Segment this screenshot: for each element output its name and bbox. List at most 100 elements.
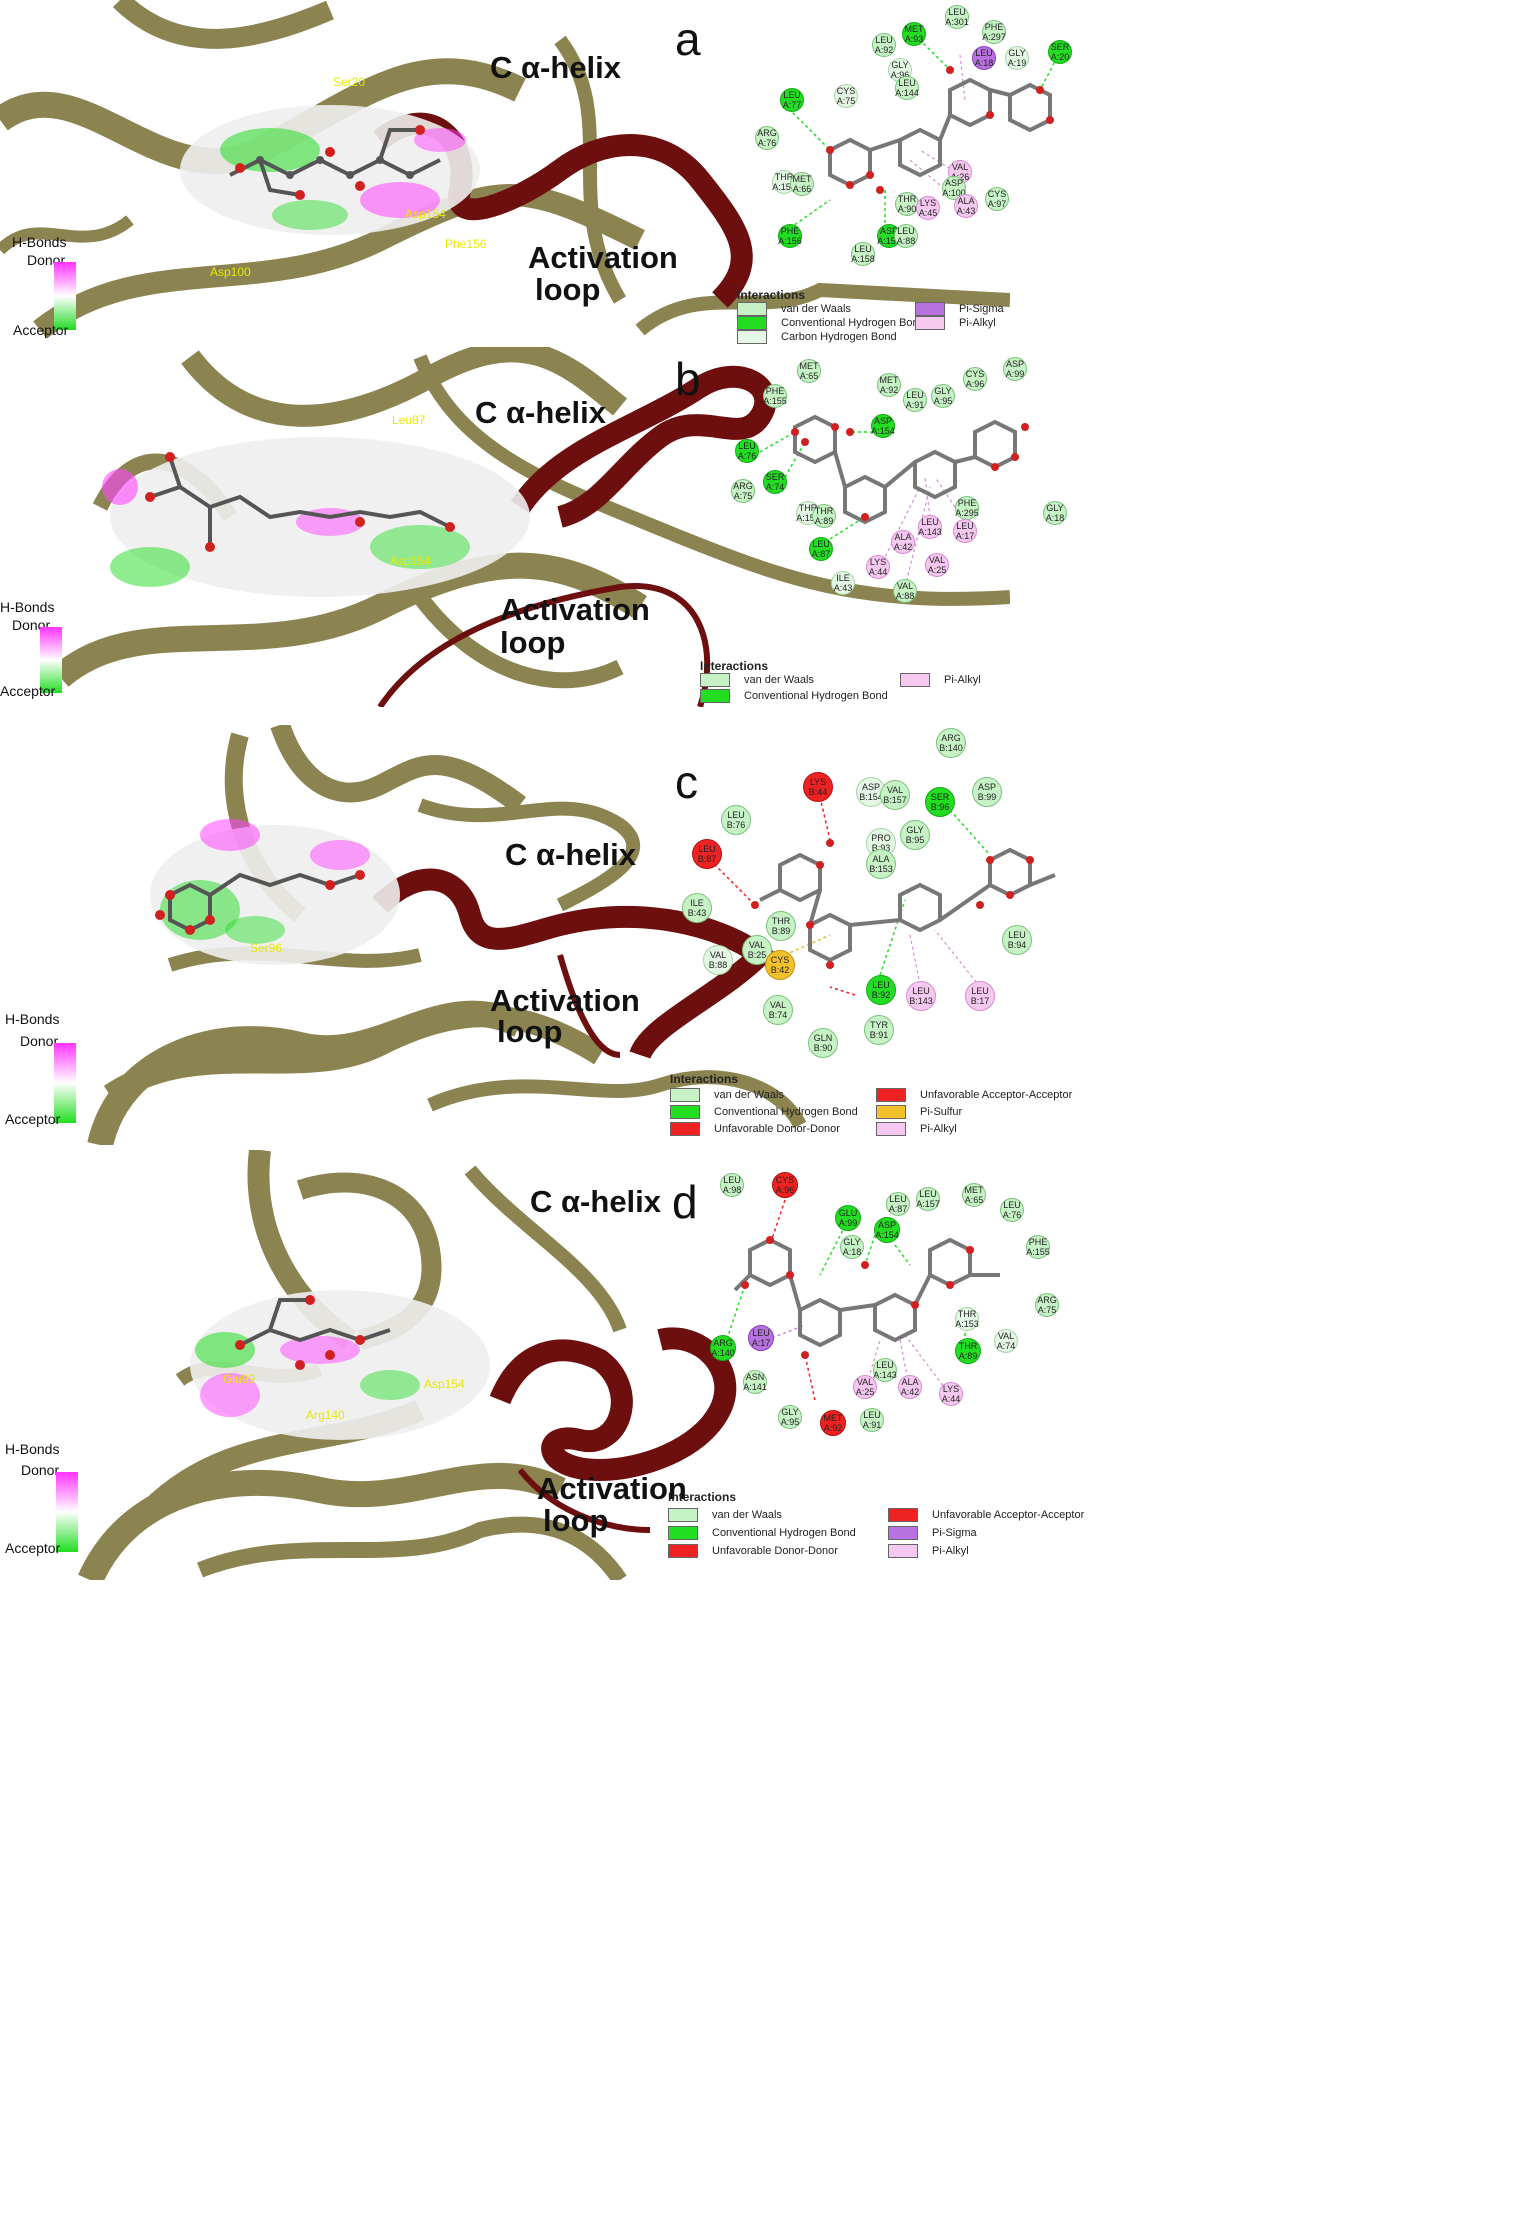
panel-letter-c: c [675,756,698,808]
legend-swatch [888,1526,918,1540]
legend-swatch [668,1544,698,1558]
panel-letter-b: b [675,353,701,405]
residue-label: Glu99 [223,1372,256,1386]
c-alpha-helix-label: C α-helix [475,395,607,430]
legend-item: van der Waals [700,673,814,687]
activation-loop-label-2: loop [500,625,566,660]
residue-label: Asp154 [424,1377,465,1391]
legend-item: Conventional Hydrogen Bond [700,689,888,703]
interaction-legend-a: Interactions van der Waals Pi-Sigma Conv… [737,288,1067,344]
legend-item: Unfavorable Acceptor-Acceptor [888,1508,1084,1522]
legend-swatch [888,1544,918,1558]
protein-render-a [0,0,1010,345]
activation-loop-label: Activation [490,983,640,1018]
activation-loop-label: Activation [537,1471,687,1506]
panel-b: Leu87 Asp154 C α-helix Activation loop H… [0,347,1535,707]
legend-swatch [737,302,767,316]
legend-item: Unfavorable Acceptor-Acceptor [876,1088,1072,1102]
legend-item: Pi-Sigma [888,1526,977,1540]
residue-label: Asp154 [405,207,446,221]
legend-item: Carbon Hydrogen Bond [737,330,897,344]
legend-item: Conventional Hydrogen Bond [737,316,925,330]
legend-swatch [668,1508,698,1522]
hbond-gradient-bar [54,262,76,330]
legend-swatch [737,316,767,330]
legend-item: Unfavorable Donor-Donor [668,1544,838,1558]
hbond-legend-title: H-Bonds [5,1441,60,1457]
hbond-gradient-bar [54,1043,76,1123]
legend-swatch [888,1508,918,1522]
panel-letter-a: a [675,13,701,65]
activation-loop-label-2: loop [497,1014,563,1049]
legend-title: Interactions [737,288,806,302]
residue-label: Asp100 [210,265,251,279]
legend-swatch [668,1526,698,1540]
legend-swatch [670,1122,700,1136]
interaction-legend-b: Interactions van der Waals Pi-Alkyl Conv… [700,659,1030,703]
legend-item: van der Waals [670,1088,784,1102]
c-alpha-helix-label: C α-helix [505,837,637,872]
hbond-legend-acceptor: Acceptor [5,1540,61,1556]
legend-item: Conventional Hydrogen Bond [670,1105,858,1119]
hbond-legend-title: H-Bonds [5,1011,60,1027]
c-alpha-helix-label: C α-helix [490,50,622,85]
hbond-gradient-bar [40,627,62,693]
hbond-legend-donor: Donor [20,1033,59,1049]
legend-title: Interactions [670,1072,739,1086]
legend-swatch [670,1088,700,1102]
legend-title: Interactions [700,659,769,673]
residue-label: Ser96 [250,941,283,955]
